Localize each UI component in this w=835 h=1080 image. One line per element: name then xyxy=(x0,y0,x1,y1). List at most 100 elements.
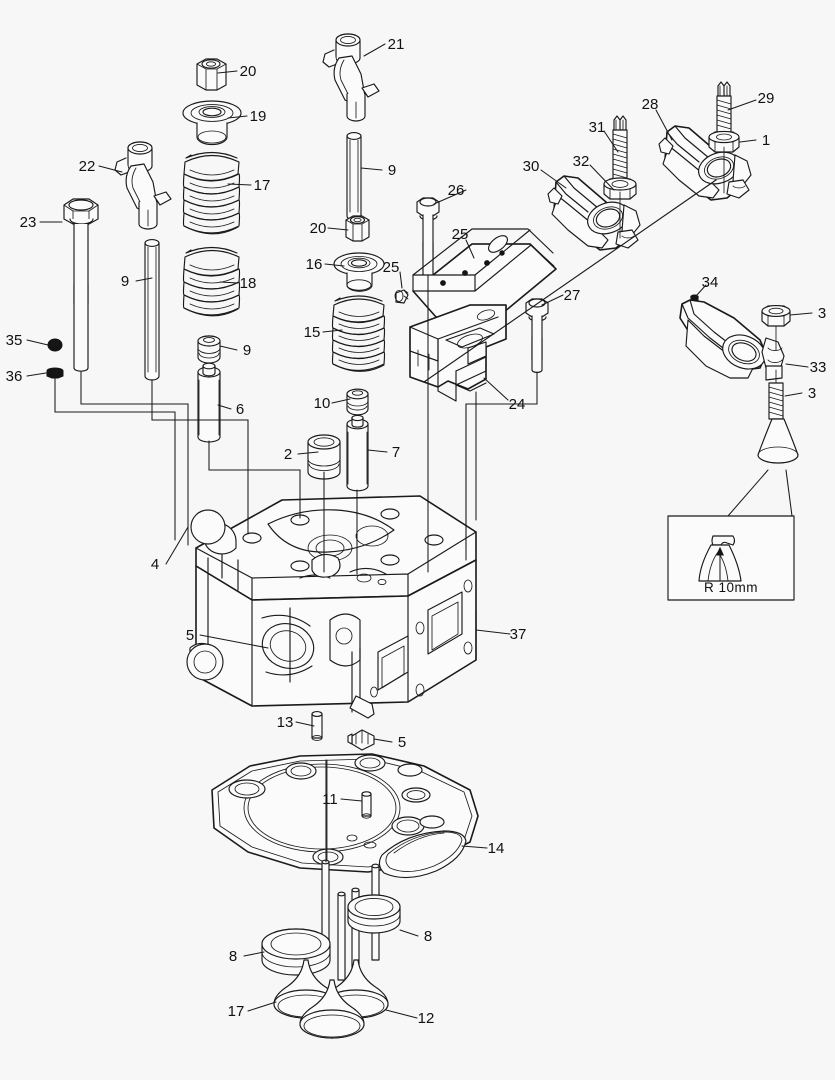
callout-22: 24 xyxy=(509,396,526,413)
rocker-arm-far-right xyxy=(679,299,785,381)
washer-small xyxy=(47,338,63,352)
rocker-arm-pivot-upper xyxy=(322,33,380,122)
callout-8b: 9 xyxy=(121,273,129,290)
valve-spring-outer xyxy=(182,151,241,235)
callout-26: 28 xyxy=(642,96,659,113)
gasket-hole xyxy=(354,754,386,772)
callout-35: 34 xyxy=(702,274,719,291)
gasket-hole xyxy=(401,787,431,803)
part-group-cylinder-head xyxy=(186,495,477,751)
callout-14: 17 xyxy=(254,177,271,194)
seal-ring-small xyxy=(46,367,64,379)
rocker-shaft-bracket-lower xyxy=(409,304,507,402)
head-deck-holes xyxy=(242,508,444,586)
gasket-hole xyxy=(419,815,445,829)
callout-15: 18 xyxy=(240,275,257,292)
callout-20b: 22 xyxy=(79,158,96,175)
callout-layer: 20 19 17 21 9 22 23 35 36 9 18 9 6 20 16… xyxy=(6,36,827,1027)
callout-30: 31 xyxy=(589,119,606,136)
callout-5a: 6 xyxy=(236,401,244,418)
callout-36: 35 xyxy=(6,332,23,349)
callout-10: 12 xyxy=(418,1010,435,1027)
dowel-pin xyxy=(311,711,323,741)
callout-13: 17 xyxy=(228,1003,245,1020)
shaft-locating-screw xyxy=(394,289,409,304)
valve-head-front xyxy=(299,979,365,1039)
callout-3a: 4 xyxy=(151,556,159,573)
callout-27: 29 xyxy=(758,90,775,107)
callout-12: 16 xyxy=(306,256,323,273)
bracket-bolt-right xyxy=(525,298,549,373)
part-group-valves xyxy=(261,859,401,1039)
callout-numbers: 20 19 17 21 9 22 23 35 36 9 18 9 6 20 16… xyxy=(6,36,827,1027)
part-group-center-column xyxy=(307,33,386,492)
callout-17a: 20 xyxy=(240,63,257,80)
head-exhaust-ports xyxy=(370,579,477,698)
callout-32: 33 xyxy=(810,359,827,376)
callout-18: 13 xyxy=(277,714,294,731)
callout-25b: 27 xyxy=(564,287,581,304)
part-group-rocker-arms xyxy=(423,81,752,383)
callout-2: 2 xyxy=(284,446,292,463)
callout-11: 15 xyxy=(304,324,321,341)
callout-23: 25 xyxy=(452,226,469,243)
callout-25a: 26 xyxy=(448,182,465,199)
valve-guide-collar xyxy=(307,434,341,480)
dowel-pin-gasket xyxy=(361,791,372,819)
valve-guide-right xyxy=(346,414,369,492)
valve-guide-left xyxy=(197,362,221,443)
callout-16: 19 xyxy=(250,108,267,125)
callout-34: 3 xyxy=(818,305,826,322)
head-front-features xyxy=(261,607,375,719)
valve-spring-secondary xyxy=(182,246,241,317)
rocker-arm-center xyxy=(547,175,641,251)
callout-20a: 21 xyxy=(388,36,405,53)
callout-24: 25 xyxy=(383,259,400,276)
callout-3b: 5 xyxy=(186,627,194,644)
adjusting-screw-right xyxy=(716,81,732,133)
valve-stem-4 xyxy=(337,893,346,981)
part-group-upper-left xyxy=(46,58,242,379)
valve-spring-seat-inner xyxy=(347,894,401,934)
callout-28: 1 xyxy=(762,132,770,149)
callout-4: 5 xyxy=(398,734,406,751)
callout-1: 37 xyxy=(510,626,527,643)
callout-33: 3 xyxy=(808,385,816,402)
rocker-shaft xyxy=(412,228,557,318)
push-rod-left xyxy=(144,239,160,381)
adjusting-screw-far-right xyxy=(757,369,799,464)
part-group-right-rocker: R 10mm xyxy=(667,294,799,601)
cylinder-head-bolt xyxy=(63,198,99,372)
spring-retainer-lower xyxy=(333,252,385,292)
rocker-arm-pivot-left xyxy=(114,141,172,230)
callout-9c: 11 xyxy=(322,791,338,808)
callout-17b: 20 xyxy=(310,220,327,237)
callout-29: 30 xyxy=(523,158,540,175)
callout-31: 32 xyxy=(573,153,590,170)
callout-9a: 9 xyxy=(243,342,251,359)
callout-37: 36 xyxy=(6,368,23,385)
push-rod-center xyxy=(346,132,362,221)
part-group-gasket xyxy=(211,753,479,879)
callout-6: 8 xyxy=(424,928,432,945)
adjusting-screw-center xyxy=(612,115,628,181)
lock-nut-right xyxy=(708,130,740,153)
detail-box-label: R 10mm xyxy=(704,580,758,595)
callout-9b: 10 xyxy=(314,395,331,412)
detail-box-r10mm: R 10mm xyxy=(667,469,795,601)
lock-nut-far-right xyxy=(761,305,791,351)
valve-cotter-lower xyxy=(345,215,370,242)
callout-7: 8 xyxy=(229,948,237,965)
rocker-shaft-centerline xyxy=(423,179,717,383)
valve-stem-seal-left xyxy=(197,335,221,364)
callout-19: 14 xyxy=(488,840,505,857)
callout-5b: 7 xyxy=(392,444,400,461)
gasket-port-oval xyxy=(378,830,467,879)
gasket-hole xyxy=(397,763,423,777)
valve-spring-inner xyxy=(331,295,386,372)
lock-nut-center xyxy=(603,177,637,200)
oil-jet-nozzle xyxy=(347,729,375,751)
valve-stem-seal-right xyxy=(346,388,369,416)
